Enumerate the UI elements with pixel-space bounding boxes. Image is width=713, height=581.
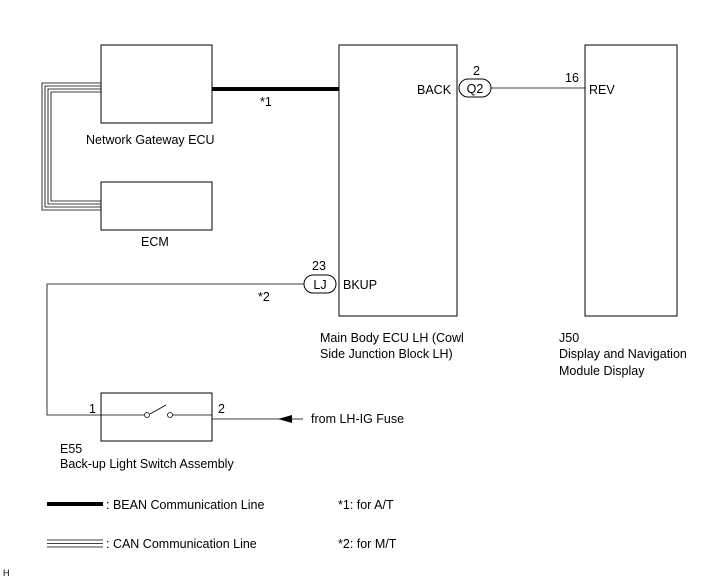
display-label-line1: Display and Navigation <box>559 347 687 361</box>
ecm-label: ECM <box>141 235 169 249</box>
q2-connector-label: Q2 <box>467 82 484 96</box>
mt-wire-tag: *2 <box>258 290 270 304</box>
display-navigation-module-box <box>584 44 678 317</box>
rev-terminal-label: REV <box>589 83 615 97</box>
ecm-box <box>100 181 213 231</box>
legend-can-label: : CAN Communication Line <box>106 537 257 551</box>
main-body-ecu-label-line1: Main Body ECU LH (Cowl <box>320 331 464 345</box>
lj-pin-number: 23 <box>312 259 326 273</box>
display-label-line2: Module Display <box>559 364 645 378</box>
legend-can-line-sample <box>47 539 103 548</box>
bkup-terminal-label: BKUP <box>343 278 377 292</box>
main-body-ecu-box <box>338 44 458 317</box>
arrow-left-icon <box>278 415 292 423</box>
switch-pin-1: 1 <box>89 402 96 416</box>
legend-note-1: *1: for A/T <box>338 498 394 512</box>
network-gateway-ecu-label: Network Gateway ECU <box>86 133 215 147</box>
switch-connector-code: E55 <box>60 442 82 456</box>
fuse-source-label: from LH-IG Fuse <box>311 412 404 426</box>
switch-contact-symbol <box>101 404 212 418</box>
rev-pin-number: 16 <box>565 71 579 85</box>
legend-bean-label: : BEAN Communication Line <box>106 498 264 512</box>
backup-signal-wire <box>46 283 304 416</box>
lj-connector-label: LJ <box>313 278 326 292</box>
footer-mark: H <box>3 568 10 578</box>
back-terminal-label: BACK <box>417 83 452 97</box>
legend-note-2: *2: for M/T <box>338 537 397 551</box>
main-body-ecu-label-line2: Side Junction Block LH) <box>320 347 453 361</box>
switch-pin-2: 2 <box>218 402 225 416</box>
network-gateway-ecu-box <box>100 44 213 124</box>
q2-pin-number: 2 <box>473 64 480 78</box>
display-connector-code: J50 <box>559 331 579 345</box>
can-bus-line <box>41 82 101 211</box>
bean-wire-tag: *1 <box>260 95 272 109</box>
switch-label: Back-up Light Switch Assembly <box>60 457 234 471</box>
backup-light-switch-box <box>100 392 213 442</box>
